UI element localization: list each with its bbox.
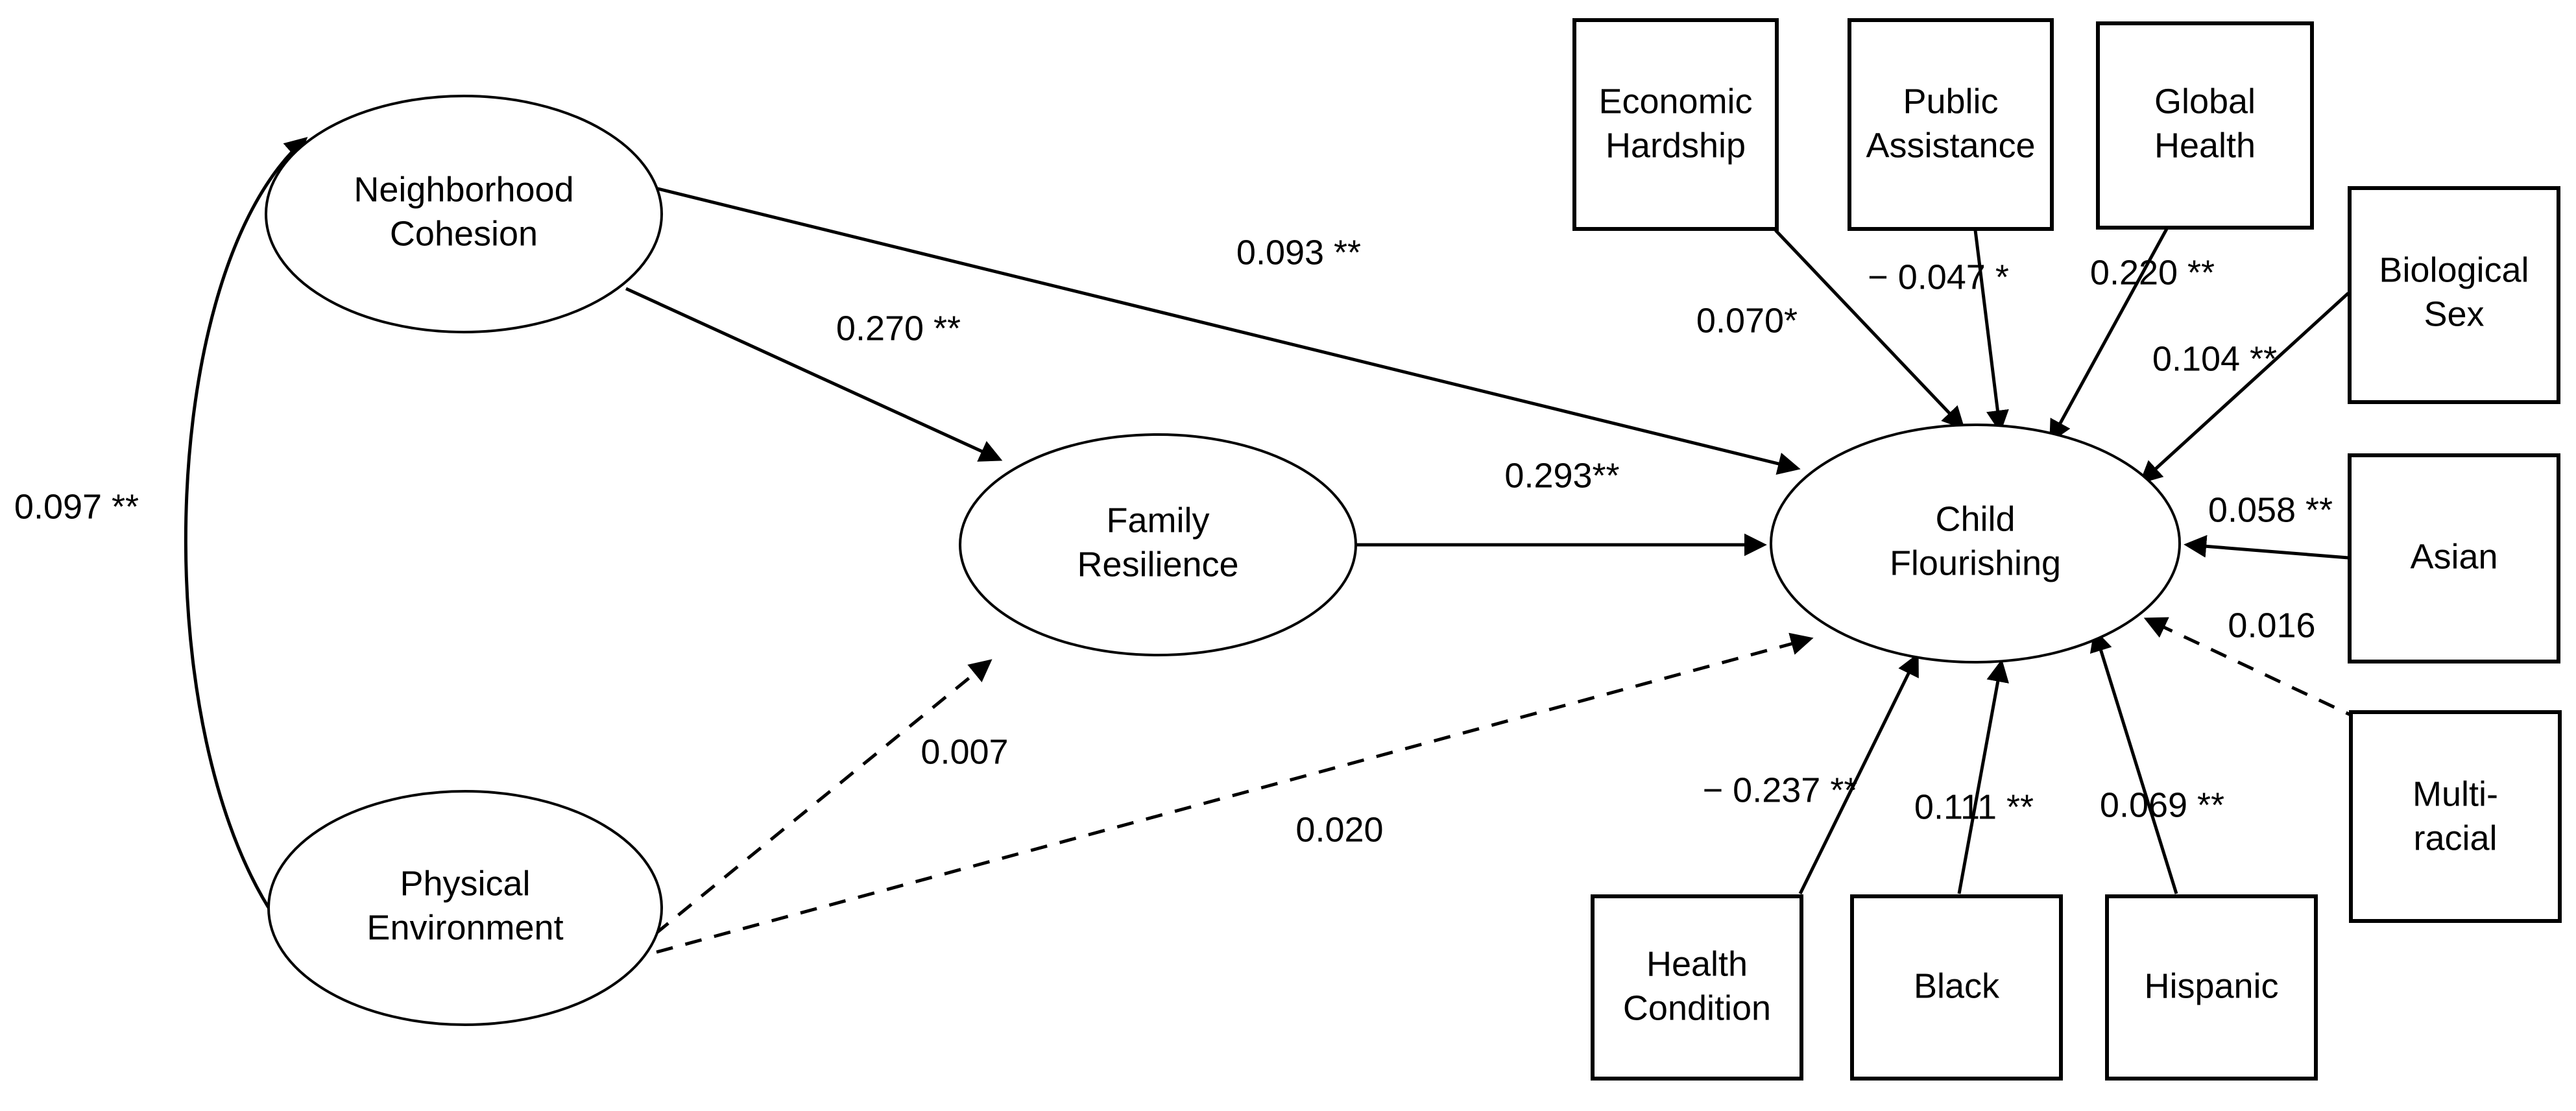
edge-black-to-child-flourishing — [1957, 659, 2009, 894]
observed-box-health-condition[interactable]: Health Condition — [1591, 894, 1803, 1081]
path-label-public-assistance-to-child-flourishing: − 0.047 * — [1868, 257, 2009, 296]
observed-label-hispanic-line1: Hispanic — [2144, 966, 2278, 1005]
path-label-family-resilience-to-child-flourishing: 0.293** — [1504, 456, 1619, 495]
edge-health-condition-to-child-flourishing — [1798, 652, 1919, 895]
latent-label-family-resilience-line1: Family — [1107, 501, 1210, 540]
latent-label-physical-environment-line1: Physical — [400, 864, 530, 903]
observed-label-health-condition-line2: Condition — [1623, 988, 1771, 1027]
edge-cohesion-to-child-flourishing — [655, 186, 1801, 475]
observed-box-black[interactable]: Black — [1850, 894, 2063, 1081]
edge-multi-racial-to-child-flourishing — [2143, 617, 2363, 722]
path-label-cohesion-environment-covariance: 0.097 ** — [14, 487, 139, 526]
latent-label-child-flourishing-line1: Child — [1935, 499, 2015, 538]
latent-ellipse-family-resilience[interactable]: Family Resilience — [959, 433, 1357, 656]
observed-box-hispanic[interactable]: Hispanic — [2105, 894, 2318, 1081]
observed-variable-layer: Economic Hardship Public Assistance Glob… — [1572, 18, 2562, 1081]
edge-hispanic-to-child-flourishing — [2089, 628, 2178, 894]
observed-box-economic-hardship[interactable]: Economic Hardship — [1572, 18, 1779, 231]
observed-box-biological-sex[interactable]: Biological Sex — [2348, 186, 2560, 404]
path-label-cohesion-to-family-resilience: 0.270 ** — [836, 309, 961, 348]
observed-box-asian[interactable]: Asian — [2348, 453, 2560, 663]
observed-label-asian-line1: Asian — [2410, 537, 2498, 576]
observed-label-economic-hardship-line2: Hardship — [1606, 126, 1746, 165]
path-label-global-health-to-child-flourishing: 0.220 ** — [2090, 253, 2215, 292]
edge-economic-hardship-to-child-flourishing — [1774, 229, 1966, 430]
edge-global-health-to-child-flourishing — [2049, 228, 2169, 444]
path-label-biological-sex-to-child-flourishing: 0.104 ** — [2152, 339, 2277, 378]
observed-label-biological-sex-line2: Sex — [2424, 294, 2484, 333]
path-label-asian-to-child-flourishing: 0.058 ** — [2208, 490, 2333, 529]
latent-label-neighborhood-cohesion-line2: Cohesion — [390, 214, 538, 253]
path-label-multi-racial-to-child-flourishing: 0.016 — [2228, 606, 2315, 645]
latent-label-family-resilience-line2: Resilience — [1077, 545, 1238, 584]
observed-label-global-health-line1: Global — [2154, 82, 2256, 121]
edge-environment-to-family-resilience — [654, 659, 993, 935]
path-label-economic-hardship-to-child-flourishing: 0.070* — [1696, 301, 1798, 340]
observed-label-health-condition-line1: Health — [1646, 944, 1748, 983]
observed-label-global-health-line2: Health — [2154, 126, 2256, 165]
edge-cohesion-to-family-resilience — [625, 287, 1003, 462]
observed-label-multi-racial-line2: racial — [2413, 818, 2497, 857]
observed-label-public-assistance-line1: Public — [1903, 82, 1998, 121]
path-label-environment-to-family-resilience: 0.007 — [921, 732, 1008, 771]
observed-label-biological-sex-line1: Biological — [2379, 250, 2529, 289]
observed-label-multi-racial-line1: Multi- — [2413, 774, 2498, 813]
latent-ellipse-neighborhood-cohesion[interactable]: Neighborhood Cohesion — [265, 95, 663, 333]
edge-public-assistance-to-child-flourishing — [1973, 230, 2009, 433]
edge-environment-to-child-flourishing — [656, 632, 1814, 954]
edge-layer — [184, 137, 2363, 964]
edge-asian-to-child-flourishing — [2184, 534, 2349, 560]
observed-box-multi-racial[interactable]: Multi- racial — [2349, 710, 2562, 923]
path-label-health-condition-to-child-flourishing: − 0.237 ** — [1703, 771, 1858, 809]
latent-label-physical-environment-line2: Environment — [367, 908, 563, 947]
edge-biological-sex-to-child-flourishing — [2139, 292, 2350, 484]
observed-box-public-assistance[interactable]: Public Assistance — [1848, 18, 2054, 231]
observed-label-public-assistance-line2: Assistance — [1866, 126, 2035, 165]
observed-label-economic-hardship-line1: Economic — [1598, 82, 1752, 121]
latent-ellipse-physical-environment[interactable]: Physical Environment — [267, 790, 663, 1026]
path-label-layer: 0.097 ** 0.270 ** 0.093 ** 0.293** 0.007… — [14, 233, 2333, 849]
latent-variable-layer: Neighborhood Cohesion Physical Environme… — [265, 95, 2181, 1026]
observed-box-global-health[interactable]: Global Health — [2096, 21, 2314, 230]
path-label-black-to-child-flourishing: 0.111 ** — [1914, 787, 2034, 826]
latent-label-child-flourishing-line2: Flourishing — [1890, 544, 2061, 582]
observed-label-black-line1: Black — [1914, 966, 2000, 1005]
latent-label-neighborhood-cohesion-line1: Neighborhood — [354, 170, 573, 209]
path-label-cohesion-to-child-flourishing: 0.093 ** — [1236, 233, 1361, 272]
latent-ellipse-child-flourishing[interactable]: Child Flourishing — [1770, 424, 2181, 663]
path-label-environment-to-child-flourishing: 0.020 — [1295, 810, 1383, 849]
edge-cohesion-environment-covariance — [184, 137, 315, 964]
path-label-hispanic-to-child-flourishing: 0.069 ** — [2100, 785, 2224, 824]
